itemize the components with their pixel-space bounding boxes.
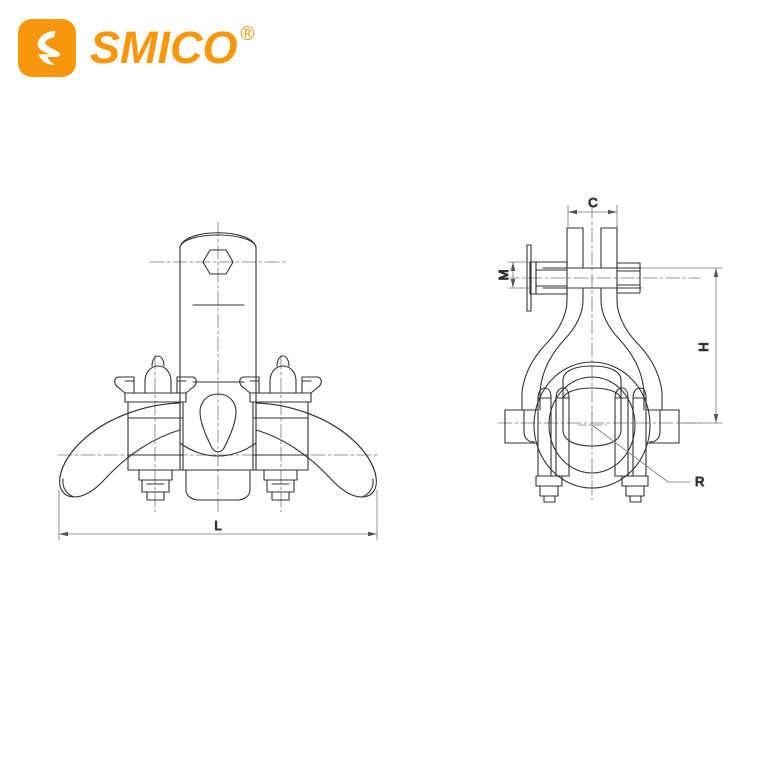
hex-hole (202, 249, 234, 275)
smico-lightning-s-icon (18, 19, 76, 77)
keyhole-cutout (199, 393, 237, 453)
brand-wordmark: SMICO ® (90, 19, 255, 77)
tongue-throat (179, 442, 257, 501)
dimension-label-H: H (696, 342, 711, 351)
clamp-tongue (179, 232, 257, 471)
hex-nut-right (263, 469, 298, 501)
bolt-diameter-dimension (507, 261, 531, 289)
u-bolt-head-right (239, 355, 322, 394)
u-bolt-left (504, 387, 570, 503)
saddle-arm-right (255, 402, 377, 498)
through-bolt (542, 267, 642, 289)
side-view-centerlines (497, 204, 701, 501)
registered-trademark-symbol: ® (240, 24, 255, 45)
radius-callout (577, 410, 691, 483)
front-view: L (57, 221, 381, 541)
hex-nut-left (138, 469, 173, 501)
brand-name: SMICO (90, 22, 238, 73)
saddle-ring (533, 361, 651, 489)
overall-length-dimension (58, 489, 378, 541)
brand-logo: SMICO ® (18, 18, 255, 78)
clevis-yoke (521, 227, 663, 411)
u-bolt-right (614, 387, 680, 503)
front-view-centerlines (57, 221, 381, 513)
dimension-label-R: R (695, 474, 704, 489)
bolt-head-left (526, 244, 568, 312)
dimension-label-L: L (214, 518, 221, 533)
dimension-label-M: M (496, 270, 511, 281)
overall-height-dimension (640, 267, 723, 424)
side-view: C M H R (495, 194, 723, 503)
clevis-width-dimension (567, 204, 618, 229)
u-bolt-head-left (114, 355, 197, 394)
dimension-label-C: C (588, 195, 597, 210)
bolt-nut-right (616, 262, 641, 294)
saddle-arm-left (59, 402, 181, 498)
